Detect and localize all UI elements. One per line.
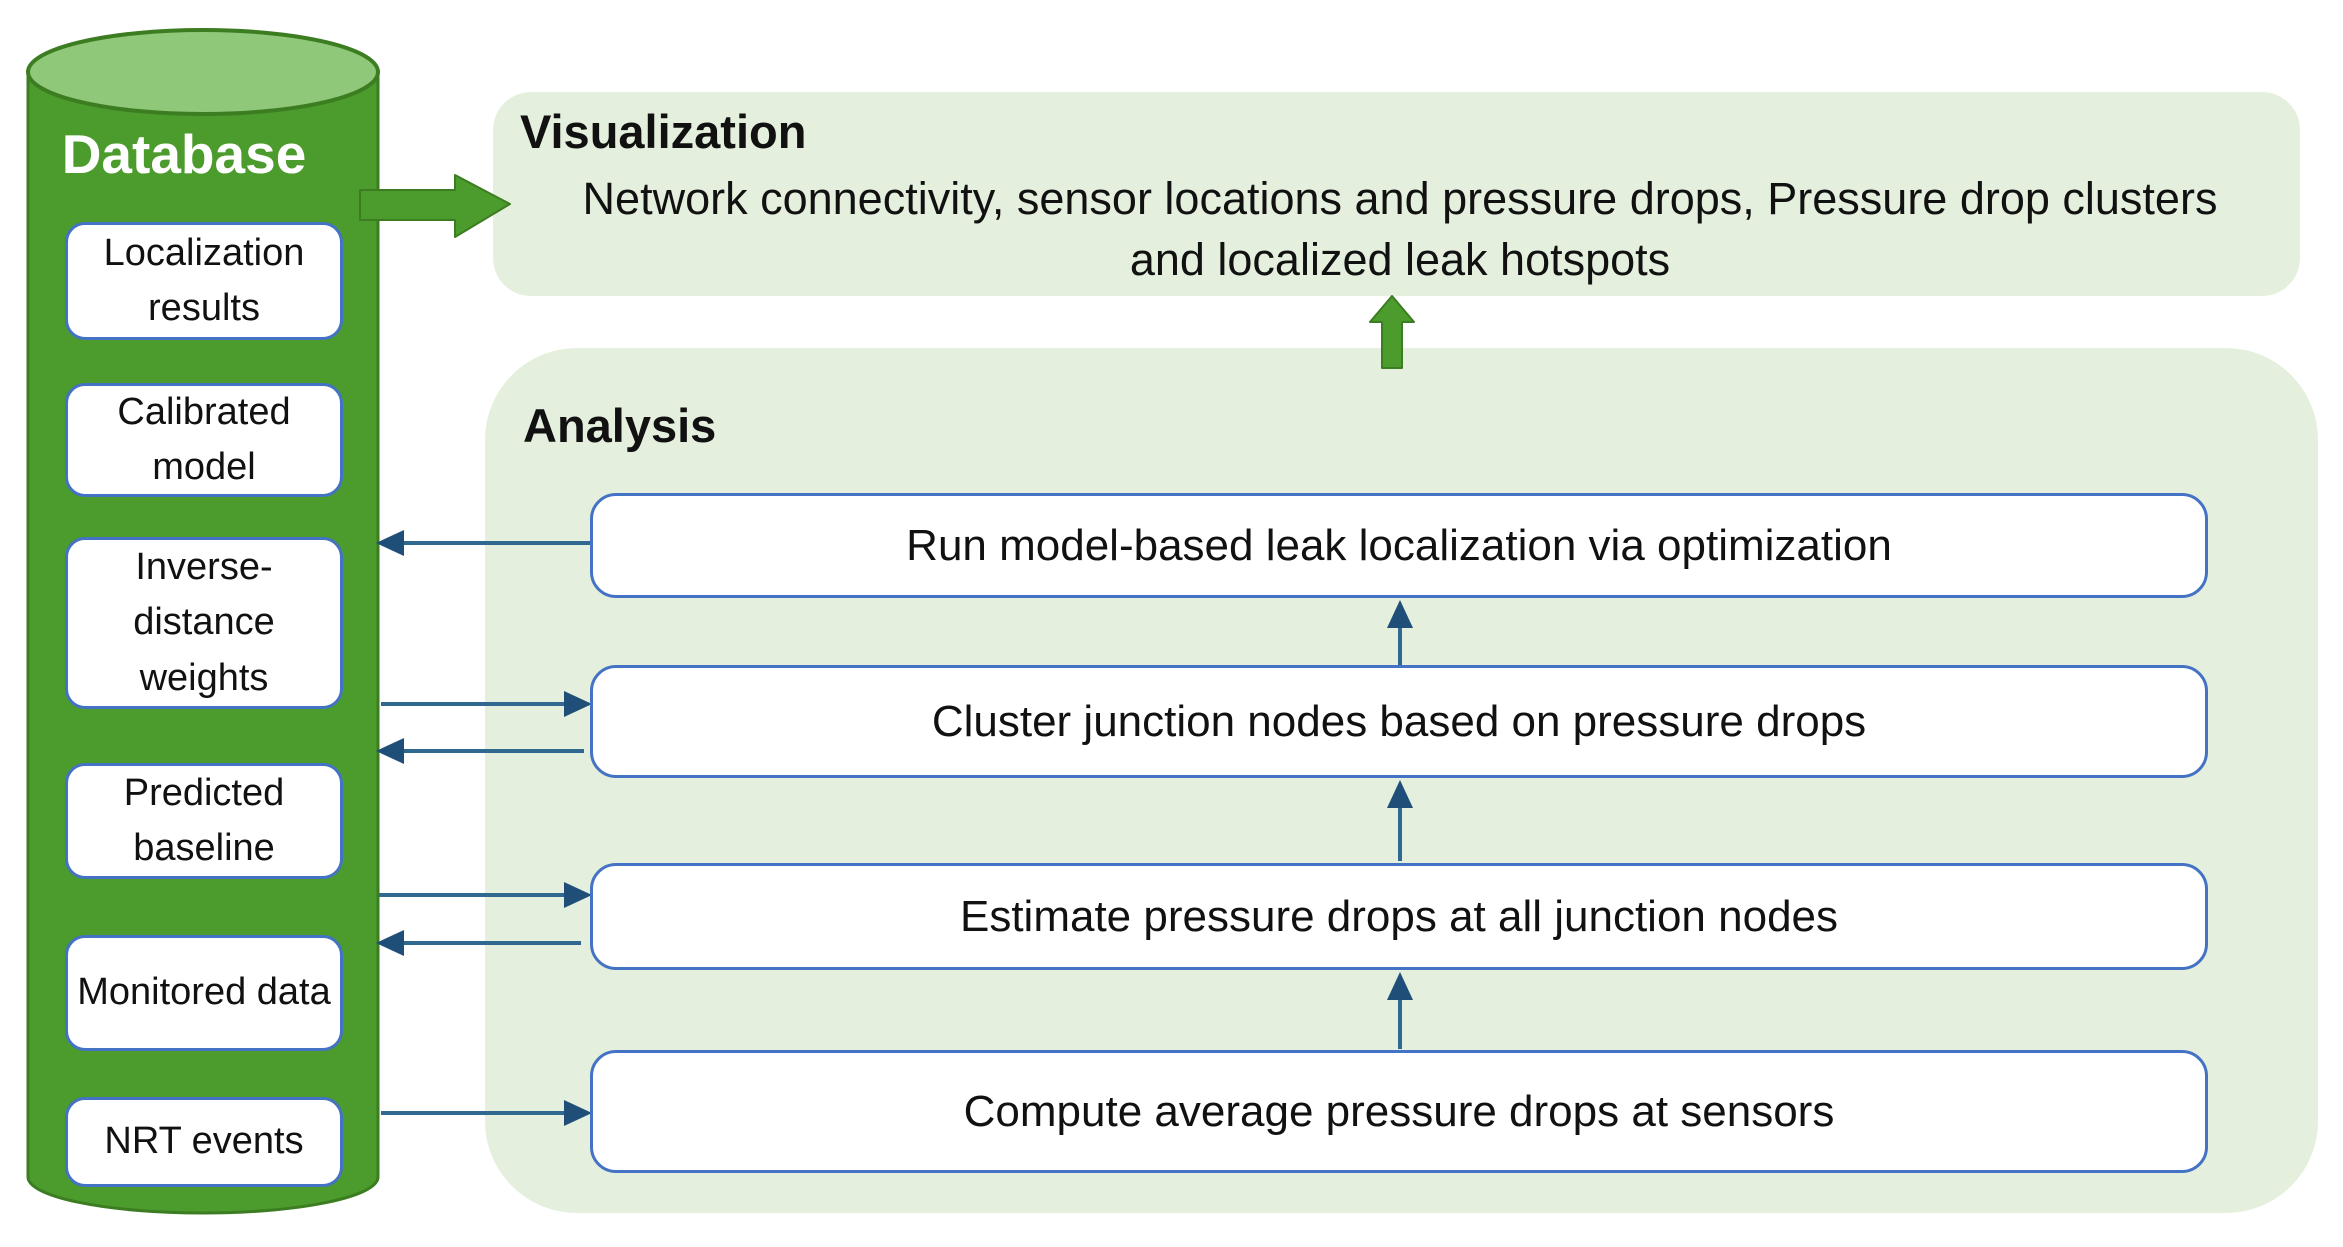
db-item-calibrated-model: Calibrated model	[65, 383, 343, 497]
db-item-label: Predicted baseline	[123, 771, 285, 869]
database-title: Database	[61, 123, 307, 185]
arrow-estimate-to-cluster-icon	[1387, 780, 1413, 861]
analysis-step-label: Run model-based leak localization via op…	[906, 520, 1892, 570]
arrow-cluster-to-localization-icon	[1387, 600, 1413, 666]
analysis-step-compute-average: Compute average pressure drops at sensor…	[590, 1050, 2208, 1173]
visualization-description: Network connectivity, sensor locations a…	[510, 168, 2290, 290]
visualization-panel-title: Visualization	[520, 105, 807, 158]
visualization-panel	[493, 92, 2300, 296]
arrow-db-to-estimate-icon	[379, 882, 592, 908]
arrow-cluster-to-db-icon	[376, 738, 584, 764]
analysis-step-cluster-nodes: Cluster junction nodes based on pressure…	[590, 665, 2208, 778]
analysis-step-run-localization: Run model-based leak localization via op…	[590, 493, 2208, 598]
analysis-panel-title: Analysis	[523, 399, 717, 452]
db-item-localization-results: Localization results	[65, 222, 343, 340]
analysis-step-estimate-drops: Estimate pressure drops at all junction …	[590, 863, 2208, 970]
db-item-label: NRT events	[104, 1120, 304, 1163]
arrow-localization-to-db-icon	[376, 530, 590, 556]
analysis-step-label: Cluster junction nodes based on pressure…	[931, 696, 1867, 746]
arrow-compute-to-estimate-icon	[1387, 972, 1413, 1049]
database-cylinder-top	[26, 28, 380, 116]
analysis-to-visualization-arrow-icon	[1369, 295, 1415, 369]
analysis-step-label: Compute average pressure drops at sensor…	[963, 1086, 1835, 1136]
db-item-label: Calibrated model	[117, 390, 291, 488]
visualization-description-line2: and localized leak hotspots	[1129, 234, 1671, 286]
db-item-label: Localization results	[103, 231, 305, 329]
db-item-nrt-events: NRT events	[65, 1097, 343, 1187]
db-to-visualization-arrow-icon	[359, 174, 511, 238]
db-item-predicted-baseline: Predicted baseline	[65, 763, 343, 879]
arrow-estimate-to-db-icon	[376, 930, 581, 956]
analysis-step-label: Estimate pressure drops at all junction …	[959, 891, 1839, 941]
db-item-label: Inverse-distance weights	[133, 546, 275, 699]
db-item-label: Monitored data	[77, 971, 331, 1014]
arrow-db-to-cluster-icon	[381, 691, 592, 717]
arrow-db-to-compute-icon	[381, 1100, 592, 1126]
db-item-monitored-data: Monitored data	[65, 935, 343, 1051]
db-item-inverse-distance-weights: Inverse-distance weights	[65, 537, 343, 709]
visualization-description-line1: Network connectivity, sensor locations a…	[582, 173, 2218, 224]
